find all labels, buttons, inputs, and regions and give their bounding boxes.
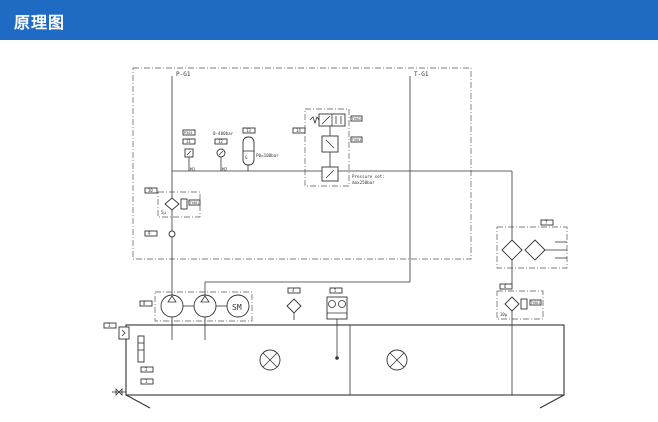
pump-2-icon [193, 294, 217, 318]
motor-label: SM [232, 303, 242, 312]
cooler-icon [501, 239, 523, 261]
callout-8-box [139, 300, 153, 307]
return-filter-ty-label: TY661 [531, 301, 541, 305]
page-title: 原理图 [14, 13, 66, 32]
callout-p301-box [182, 129, 196, 136]
cooler-filter-icon [524, 239, 546, 261]
accumulator-pressure-label: P0=100bar [256, 153, 279, 158]
filter-10-ty-box [188, 199, 201, 206]
ty661-box [350, 136, 363, 143]
filter-10-boundary [157, 191, 201, 218]
pump-motor-boundary [154, 291, 253, 322]
callout-3-box [103, 322, 117, 329]
p301-label: P301 [184, 131, 193, 135]
return-filter-ty-box [529, 299, 542, 306]
filter-10-rating: 5μ [161, 210, 166, 215]
callout-7: 7 [545, 220, 548, 225]
callout-6: 6 [504, 284, 507, 289]
callout-14: 14 [296, 128, 301, 133]
pressure-check-valve-icon [168, 230, 176, 238]
return-filter-icon [504, 296, 520, 312]
m2-label: M2 [222, 167, 228, 173]
callout-8: 8 [143, 301, 146, 306]
callout-1-box [140, 378, 154, 385]
svg-text:G: G [245, 155, 248, 160]
t-line-label: T-G1 [414, 71, 429, 78]
ty662-label: TY662 [352, 117, 362, 121]
filter-10-indicator-icon [180, 198, 188, 210]
tank-leg-left [125, 394, 151, 409]
relief-valve-boundary [304, 108, 350, 187]
gauge-range-label: 0-400bar [213, 131, 234, 136]
callout-11-box [182, 138, 196, 145]
filter-10-ty-label: TY661 [190, 201, 200, 205]
callout-2: 2 [145, 367, 148, 372]
motor-icon [226, 294, 250, 318]
oil-tank [125, 324, 565, 396]
callout-13-box [242, 127, 256, 134]
callout-10: 10 [148, 188, 153, 193]
callout-11: 11 [186, 139, 191, 144]
spring-icon [309, 116, 320, 125]
float-switch-icon [118, 326, 130, 340]
callout-12: 12 [218, 139, 223, 144]
cooler-boundary [496, 226, 568, 269]
filter-10-icon [164, 197, 180, 211]
callout-10-box [144, 187, 158, 194]
return-filter-boundary [496, 290, 544, 320]
callout-13: 13 [246, 128, 251, 133]
temp-sensor-icon [335, 356, 339, 360]
callout-14-box [292, 127, 306, 134]
callout-9: 9 [148, 231, 151, 236]
callout-5-box [329, 287, 343, 294]
p-line-label: P-G1 [176, 71, 191, 78]
callout-1: 1 [145, 379, 148, 384]
ty662-box [350, 115, 363, 122]
callout-3: 3 [108, 323, 111, 328]
callout-2-box [140, 366, 154, 373]
breather-icon [286, 298, 302, 314]
pressure-set-label-1: Pressure set: [352, 174, 385, 179]
callout-6-box [499, 283, 513, 290]
hydraulic-schematic: P-G1 T-G1 P301 11 M1 12 0-400bar M2 13 G… [103, 67, 568, 409]
callout-9-box [144, 230, 158, 237]
level-temp-gauge-icon [326, 296, 348, 320]
tank-leg-right [539, 394, 565, 409]
callout-12-box [214, 138, 228, 145]
m1-label: M1 [190, 167, 196, 173]
ty661-label: TY661 [352, 138, 362, 142]
header-bar: 原理图 [0, 0, 658, 40]
manifold-boundary [132, 67, 472, 260]
level-gauge-icon [137, 335, 145, 363]
callout-5: 5 [334, 288, 337, 293]
drain-valve-icon [115, 388, 123, 396]
callout-7-box [540, 219, 554, 226]
callout-4-box [287, 287, 301, 294]
pressure-set-label-2: max250bar [352, 180, 375, 185]
return-filter-indicator-icon [520, 298, 528, 310]
pump-1-icon [160, 294, 184, 318]
return-filter-rating: 10μ [500, 312, 508, 317]
callout-4: 4 [292, 288, 295, 293]
